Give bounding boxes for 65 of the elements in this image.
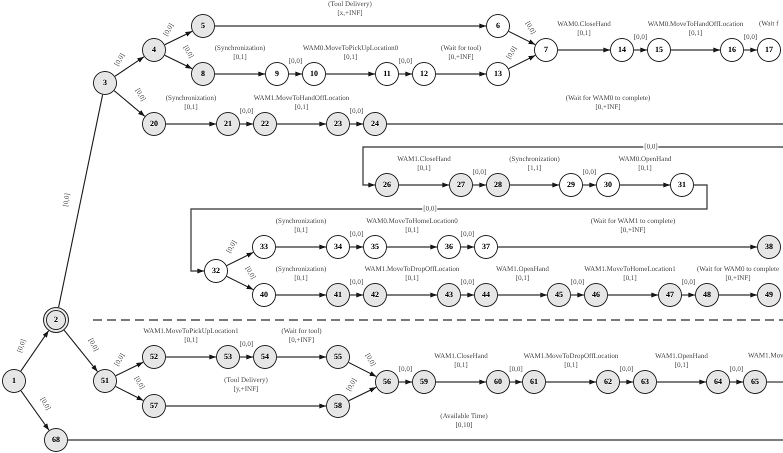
- arrow: [64, 330, 98, 372]
- arrow: [164, 54, 192, 70]
- arrow: [719, 292, 757, 298]
- arrow: [348, 362, 377, 378]
- arrow: [115, 386, 144, 402]
- arrow: [166, 122, 216, 126]
- arrow: [730, 380, 743, 384]
- arrow: [20, 330, 50, 372]
- arrow: [508, 30, 536, 46]
- arrow: [558, 48, 610, 52]
- arrow: [682, 292, 695, 298]
- arrow: [166, 354, 216, 360]
- arrow: [436, 380, 486, 384]
- arrow: [461, 292, 474, 298]
- connector-line: [68, 439, 783, 441]
- arrow: [473, 182, 486, 188]
- arrow: [620, 182, 670, 188]
- connector-line: [58, 94, 104, 308]
- arrow: [498, 292, 547, 298]
- arrow: [215, 24, 486, 28]
- arrow: [620, 380, 633, 384]
- arrow: [508, 54, 536, 70]
- arrow: [166, 404, 326, 408]
- arrow: [657, 380, 706, 384]
- arrow: [114, 56, 144, 77]
- arrow: [226, 252, 254, 266]
- arrow: [634, 48, 647, 52]
- arrow: [226, 276, 254, 290]
- arrow: [510, 182, 559, 188]
- arrow: [350, 244, 363, 250]
- arrow: [510, 380, 522, 384]
- arrow: [498, 244, 757, 250]
- arrow: [387, 244, 437, 250]
- arrow: [436, 72, 486, 76]
- arrow: [399, 72, 412, 76]
- arrow: [546, 380, 596, 384]
- connector-line: [387, 123, 783, 125]
- arrow: [114, 90, 146, 117]
- arrow: [240, 122, 253, 126]
- arrow: [744, 48, 757, 52]
- arrow: [399, 182, 449, 188]
- arrow: [116, 362, 144, 376]
- arrow: [571, 292, 584, 298]
- arrow: [289, 72, 302, 76]
- arrow: [362, 146, 783, 188]
- arrow: [350, 292, 363, 298]
- arrow: [190, 184, 708, 274]
- arrow: [399, 380, 412, 384]
- arrow: [348, 386, 376, 402]
- arrow: [276, 292, 326, 298]
- arrow: [277, 354, 326, 360]
- arrow: [671, 48, 720, 52]
- arrow: [240, 354, 253, 360]
- arrow: [350, 122, 363, 126]
- arrow: [20, 390, 50, 431]
- arrow: [387, 292, 437, 298]
- arrow: [461, 244, 474, 250]
- arrow: [608, 292, 658, 298]
- arrow: [276, 244, 326, 250]
- arrow: [326, 72, 375, 76]
- arrow: [277, 122, 326, 126]
- arrow: [164, 30, 192, 46]
- arrow: [583, 182, 596, 188]
- arrow: [215, 72, 265, 76]
- connector-line: [767, 381, 783, 383]
